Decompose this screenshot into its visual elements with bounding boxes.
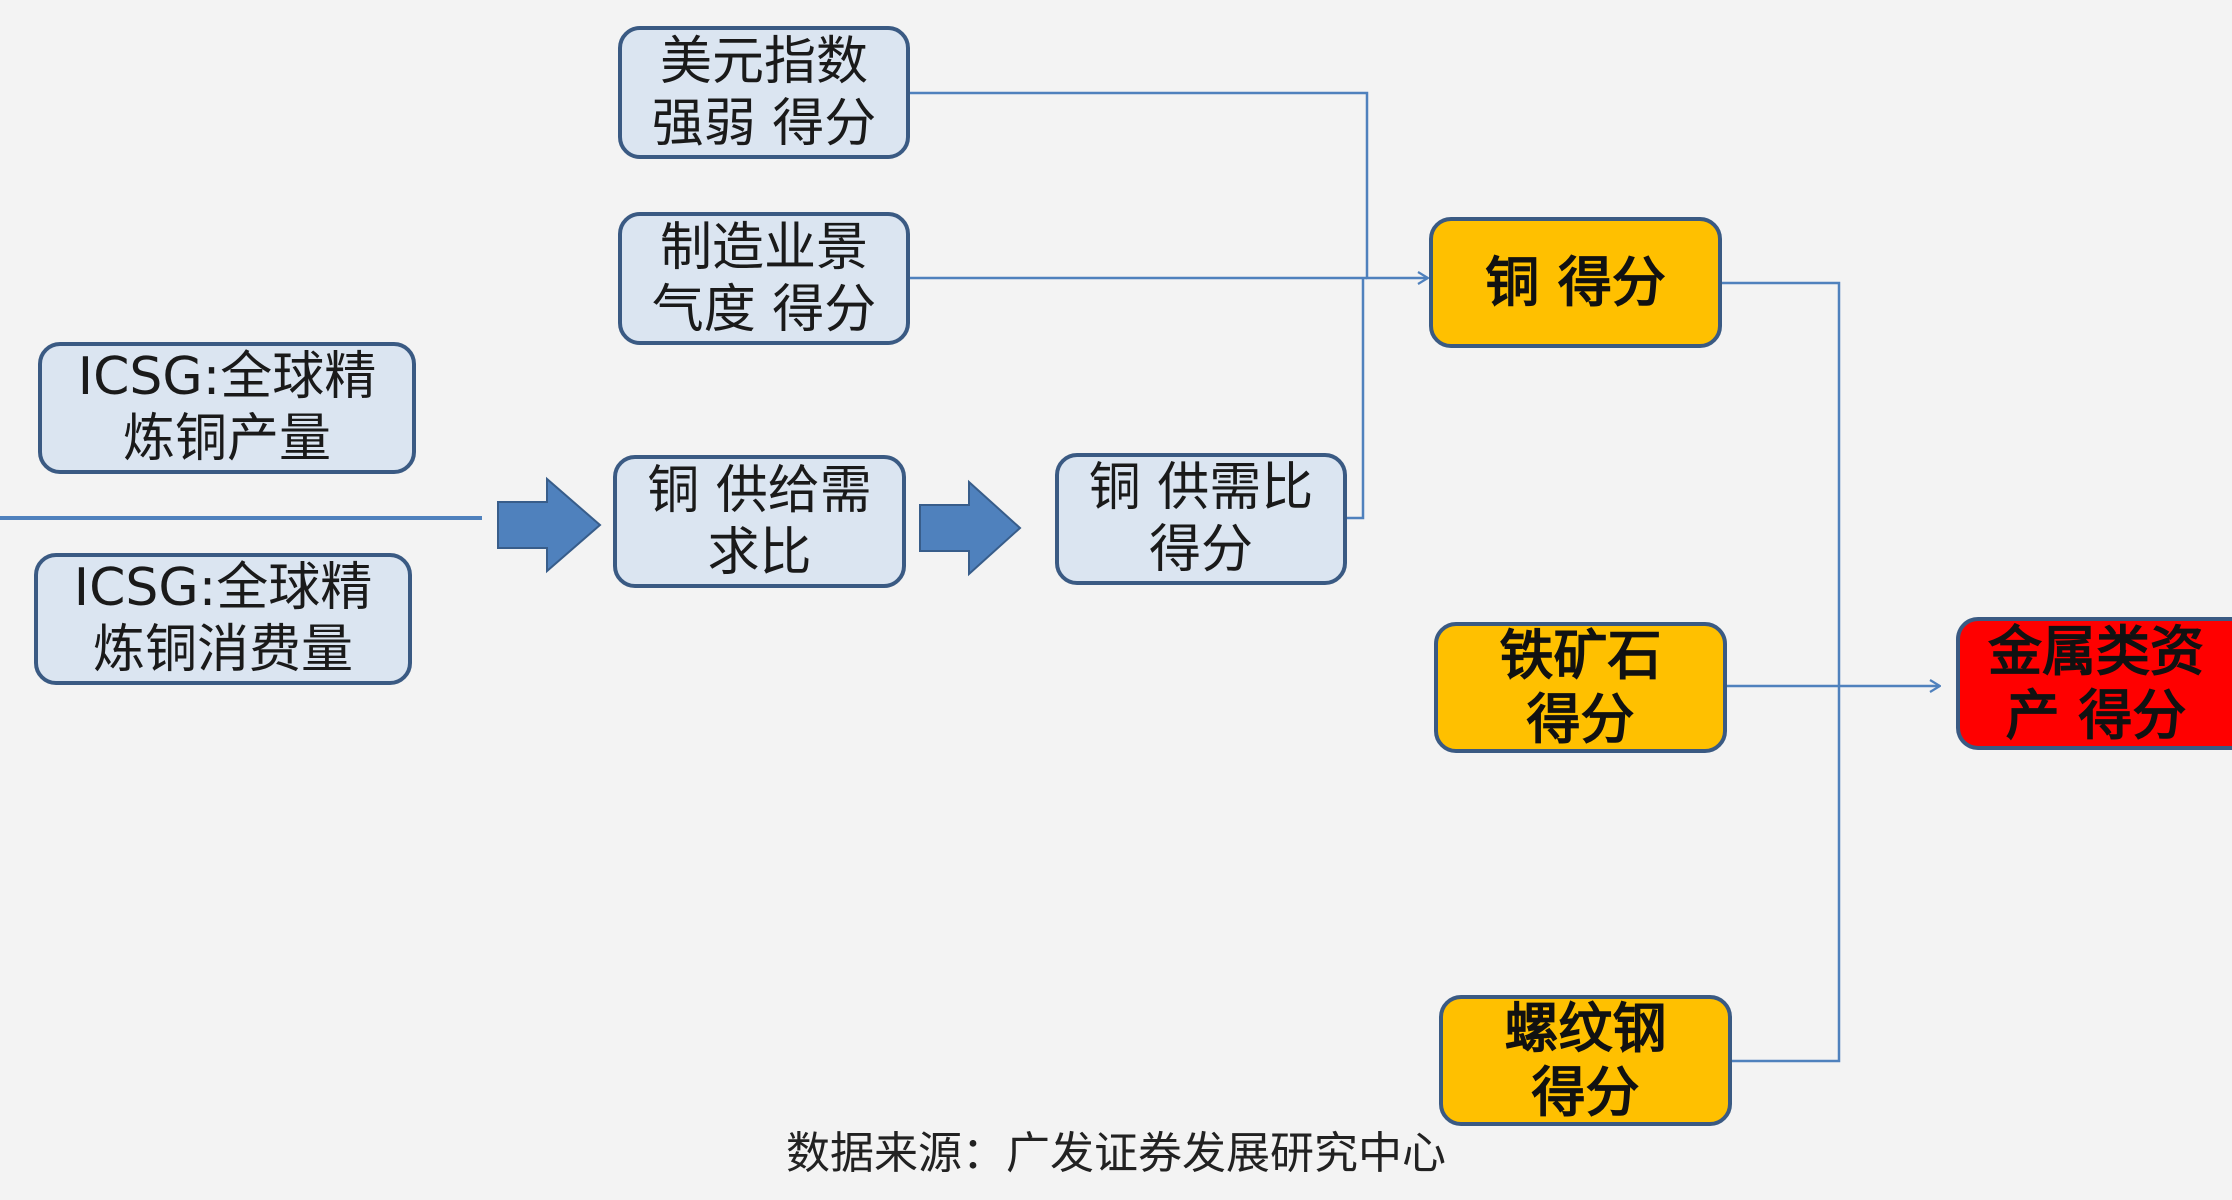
rebar-score-box: 螺纹钢 得分: [1439, 995, 1732, 1126]
connector-copper-to-final: [1722, 281, 1841, 686]
copper-score-box: 铜 得分: [1429, 217, 1722, 348]
icsg-production-box: ICSG:全球精 炼铜产量: [38, 342, 416, 474]
metal-asset-score-box: 金属类资 产 得分: [1956, 617, 2232, 750]
connector-usd-to-copper: [910, 91, 1428, 278]
iron-ore-score-box: 铁矿石 得分: [1434, 622, 1727, 753]
manufacturing-box: 制造业景 气度 得分: [618, 212, 910, 345]
usd-index-box: 美元指数 强弱 得分: [618, 26, 910, 159]
block-arrow-1: [497, 476, 602, 574]
source-note: 数据来源：广发证券发展研究中心: [786, 1128, 1446, 1179]
connector-supply-demand-to-copper: [1346, 278, 1365, 520]
block-arrow-2: [919, 479, 1022, 577]
copper-supply-demand-ratio-box: 铜 供给需 求比: [613, 455, 906, 588]
connector-rebar-to-final: [1732, 686, 1841, 1063]
copper-supply-demand-score-box: 铜 供需比 得分: [1055, 453, 1347, 585]
icsg-consumption-box: ICSG:全球精 炼铜消费量: [34, 553, 412, 685]
